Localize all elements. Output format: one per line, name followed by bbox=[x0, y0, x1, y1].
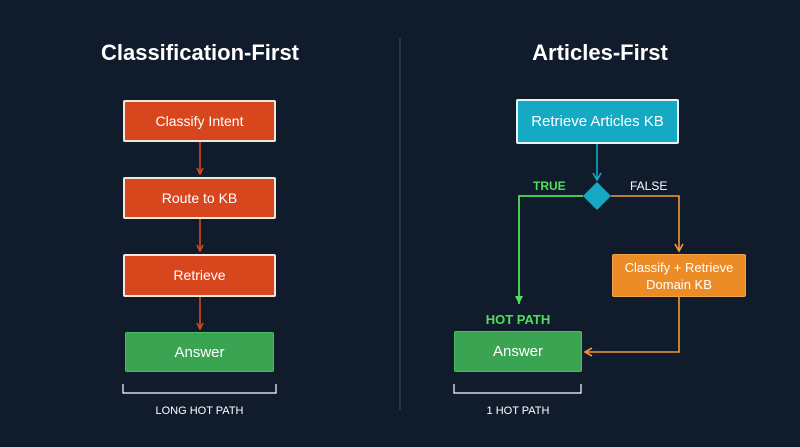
hot-path-label: HOT PATH bbox=[485, 312, 551, 327]
right-answer-node: Answer bbox=[454, 331, 582, 372]
right-panel-title: Articles-First bbox=[532, 40, 668, 65]
false-branch-arrow bbox=[611, 195, 684, 253]
left-answer-node: Answer bbox=[125, 332, 274, 372]
true-branch-arrow bbox=[515, 195, 583, 304]
retrieve-articles-node: Retrieve Articles KB bbox=[516, 99, 679, 144]
classify-retrieve-domain-node: Classify + Retrieve Domain KB bbox=[612, 254, 746, 297]
left-caption-bracket bbox=[122, 384, 277, 394]
left-caption: LONG HOT PATH bbox=[155, 405, 244, 417]
classify-intent-node: Classify Intent bbox=[123, 100, 276, 142]
fallback-to-answer-arrow bbox=[583, 297, 680, 357]
retrieve-node: Retrieve bbox=[123, 254, 276, 297]
route-to-kb-node: Route to KB bbox=[123, 177, 276, 219]
right-caption-bracket bbox=[453, 384, 582, 394]
false-branch-label: FALSE bbox=[630, 179, 668, 193]
left-panel-title: Classification-First bbox=[100, 40, 300, 65]
decision-diamond bbox=[583, 182, 611, 210]
true-branch-label: TRUE bbox=[533, 179, 566, 193]
right-caption: 1 HOT PATH bbox=[486, 405, 550, 417]
